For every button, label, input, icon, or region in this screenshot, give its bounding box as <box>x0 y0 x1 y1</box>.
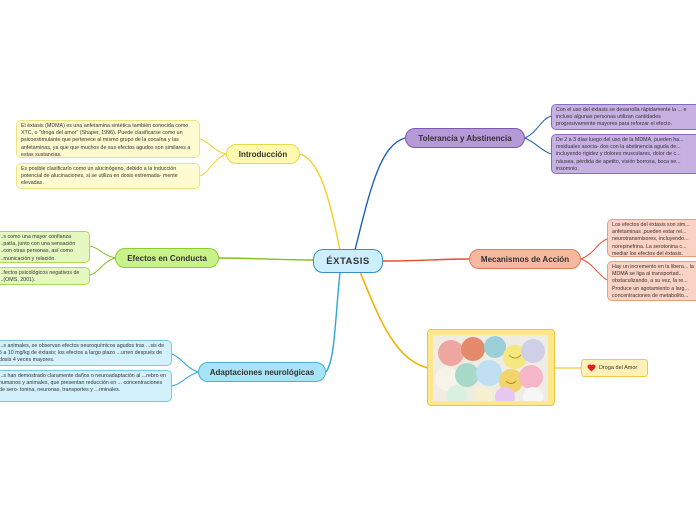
topic-mecanismos-accion[interactable]: Mecanismos de Acción <box>469 249 581 269</box>
heart-icon <box>587 364 596 372</box>
pills-photo <box>433 335 548 401</box>
image-label[interactable]: Droga del Amor <box>581 359 648 377</box>
topic-introduccion[interactable]: Introducción <box>226 144 300 164</box>
leaf-adapt-2[interactable]: ...s han demostrado claramente daños o n… <box>0 370 172 402</box>
leaf-adapt-1[interactable]: ...s animales, se observan efectos neuro… <box>0 340 172 366</box>
leaf-meca-2[interactable]: Hay un incremento en la libera... la MDM… <box>607 261 696 301</box>
leaf-meca-1[interactable]: Los efectos del éxtasis son sim... anfet… <box>607 219 696 257</box>
link-toler <box>354 137 406 251</box>
leaf-intro-2[interactable]: Es posible clasificarlo como un alucinóg… <box>16 163 200 189</box>
link-adapt <box>325 271 341 373</box>
leaf-toler-1[interactable]: Con el uso del éxtasis se desarrolla ráp… <box>551 104 696 130</box>
leaf-efectos-2[interactable]: ...fectos psicológicos negativos de ...(… <box>0 267 90 285</box>
topic-tolerancia-abstinencia[interactable]: Tolerancia y Abstinencia <box>405 128 525 148</box>
topic-adaptaciones-neurologicas[interactable]: Adaptaciones neurológicas <box>198 362 326 382</box>
link-image <box>359 271 429 369</box>
link-intro <box>299 153 341 251</box>
link-efectos <box>218 257 314 261</box>
link-meca <box>382 258 470 262</box>
leaf-efectos-1[interactable]: ...s como una mayor confianza ...patía, … <box>0 231 90 263</box>
image-topic[interactable] <box>427 329 555 406</box>
image-label-text: Droga del Amor <box>599 365 638 371</box>
leaf-toler-2[interactable]: De 2 a 3 días luego del uso de la MDMA, … <box>551 134 696 174</box>
topic-efectos-conducta[interactable]: Efectos en Conducta <box>115 248 219 268</box>
central-topic[interactable]: ÉXTASIS <box>313 249 383 273</box>
leaf-intro-1[interactable]: El éxtasis (MDMA) es una anfetamina sint… <box>16 120 200 158</box>
